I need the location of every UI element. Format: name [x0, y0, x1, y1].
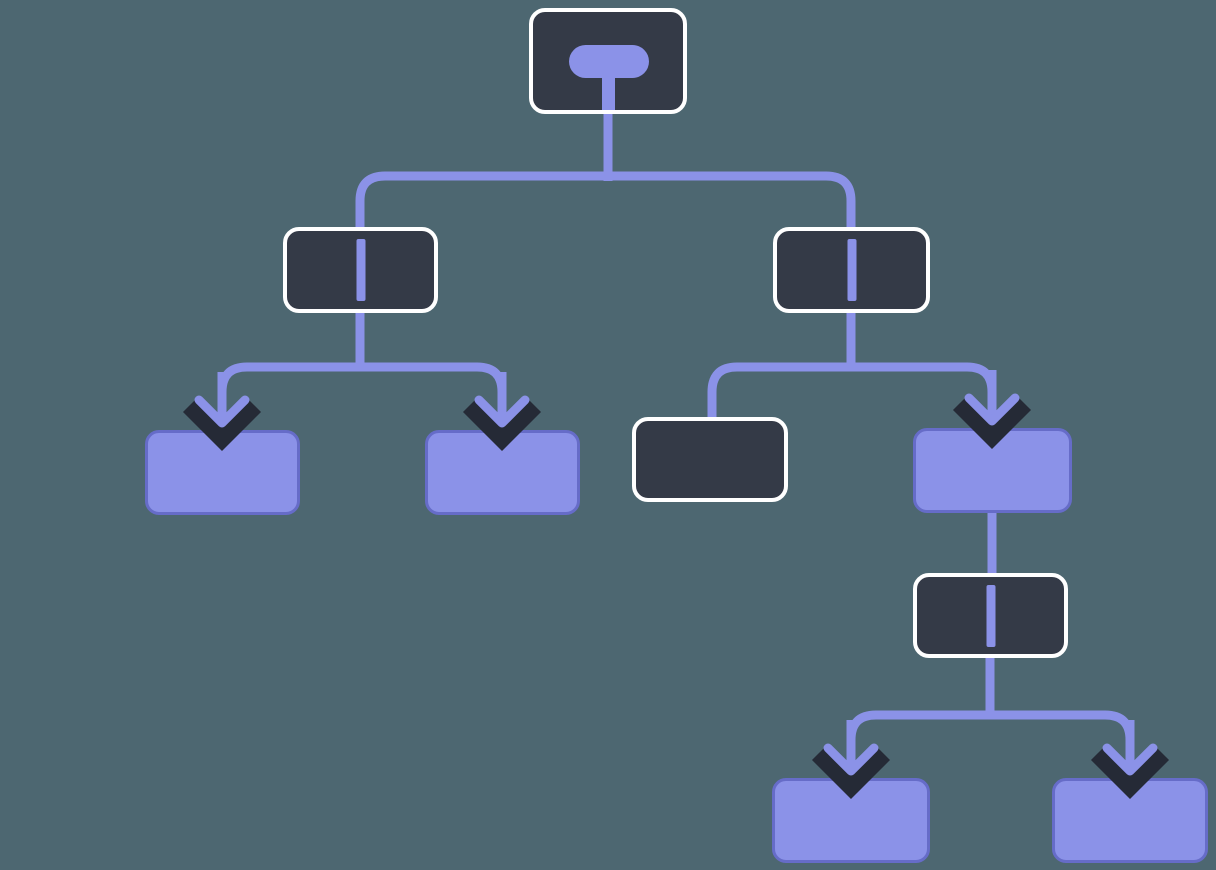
arrow-down-icon — [182, 372, 262, 452]
connector-left-subtree-rail — [217, 362, 507, 412]
arrow-down-icon — [462, 372, 542, 452]
root-pill-stem — [602, 72, 615, 110]
split-line-icon — [847, 239, 856, 301]
arrow-down-icon — [1090, 720, 1170, 800]
node-leaf-3 — [632, 417, 788, 502]
node-split-1 — [283, 227, 438, 313]
node-leaf-6 — [1052, 778, 1208, 863]
node-leaf-1 — [145, 430, 300, 515]
arrow-down-icon — [811, 720, 891, 800]
node-leaf-4 — [913, 428, 1072, 513]
split-line-icon — [356, 239, 365, 301]
connector-bottom-rail — [846, 710, 1135, 760]
node-split-3 — [913, 573, 1068, 658]
node-leaf-2 — [425, 430, 580, 515]
root-pill-icon — [533, 12, 683, 110]
node-root — [529, 8, 687, 114]
node-leaf-5 — [772, 778, 930, 863]
arrow-down-icon — [952, 370, 1032, 450]
connector-level1-rail — [355, 171, 856, 235]
node-split-2 — [773, 227, 930, 313]
split-line-icon — [986, 584, 995, 647]
